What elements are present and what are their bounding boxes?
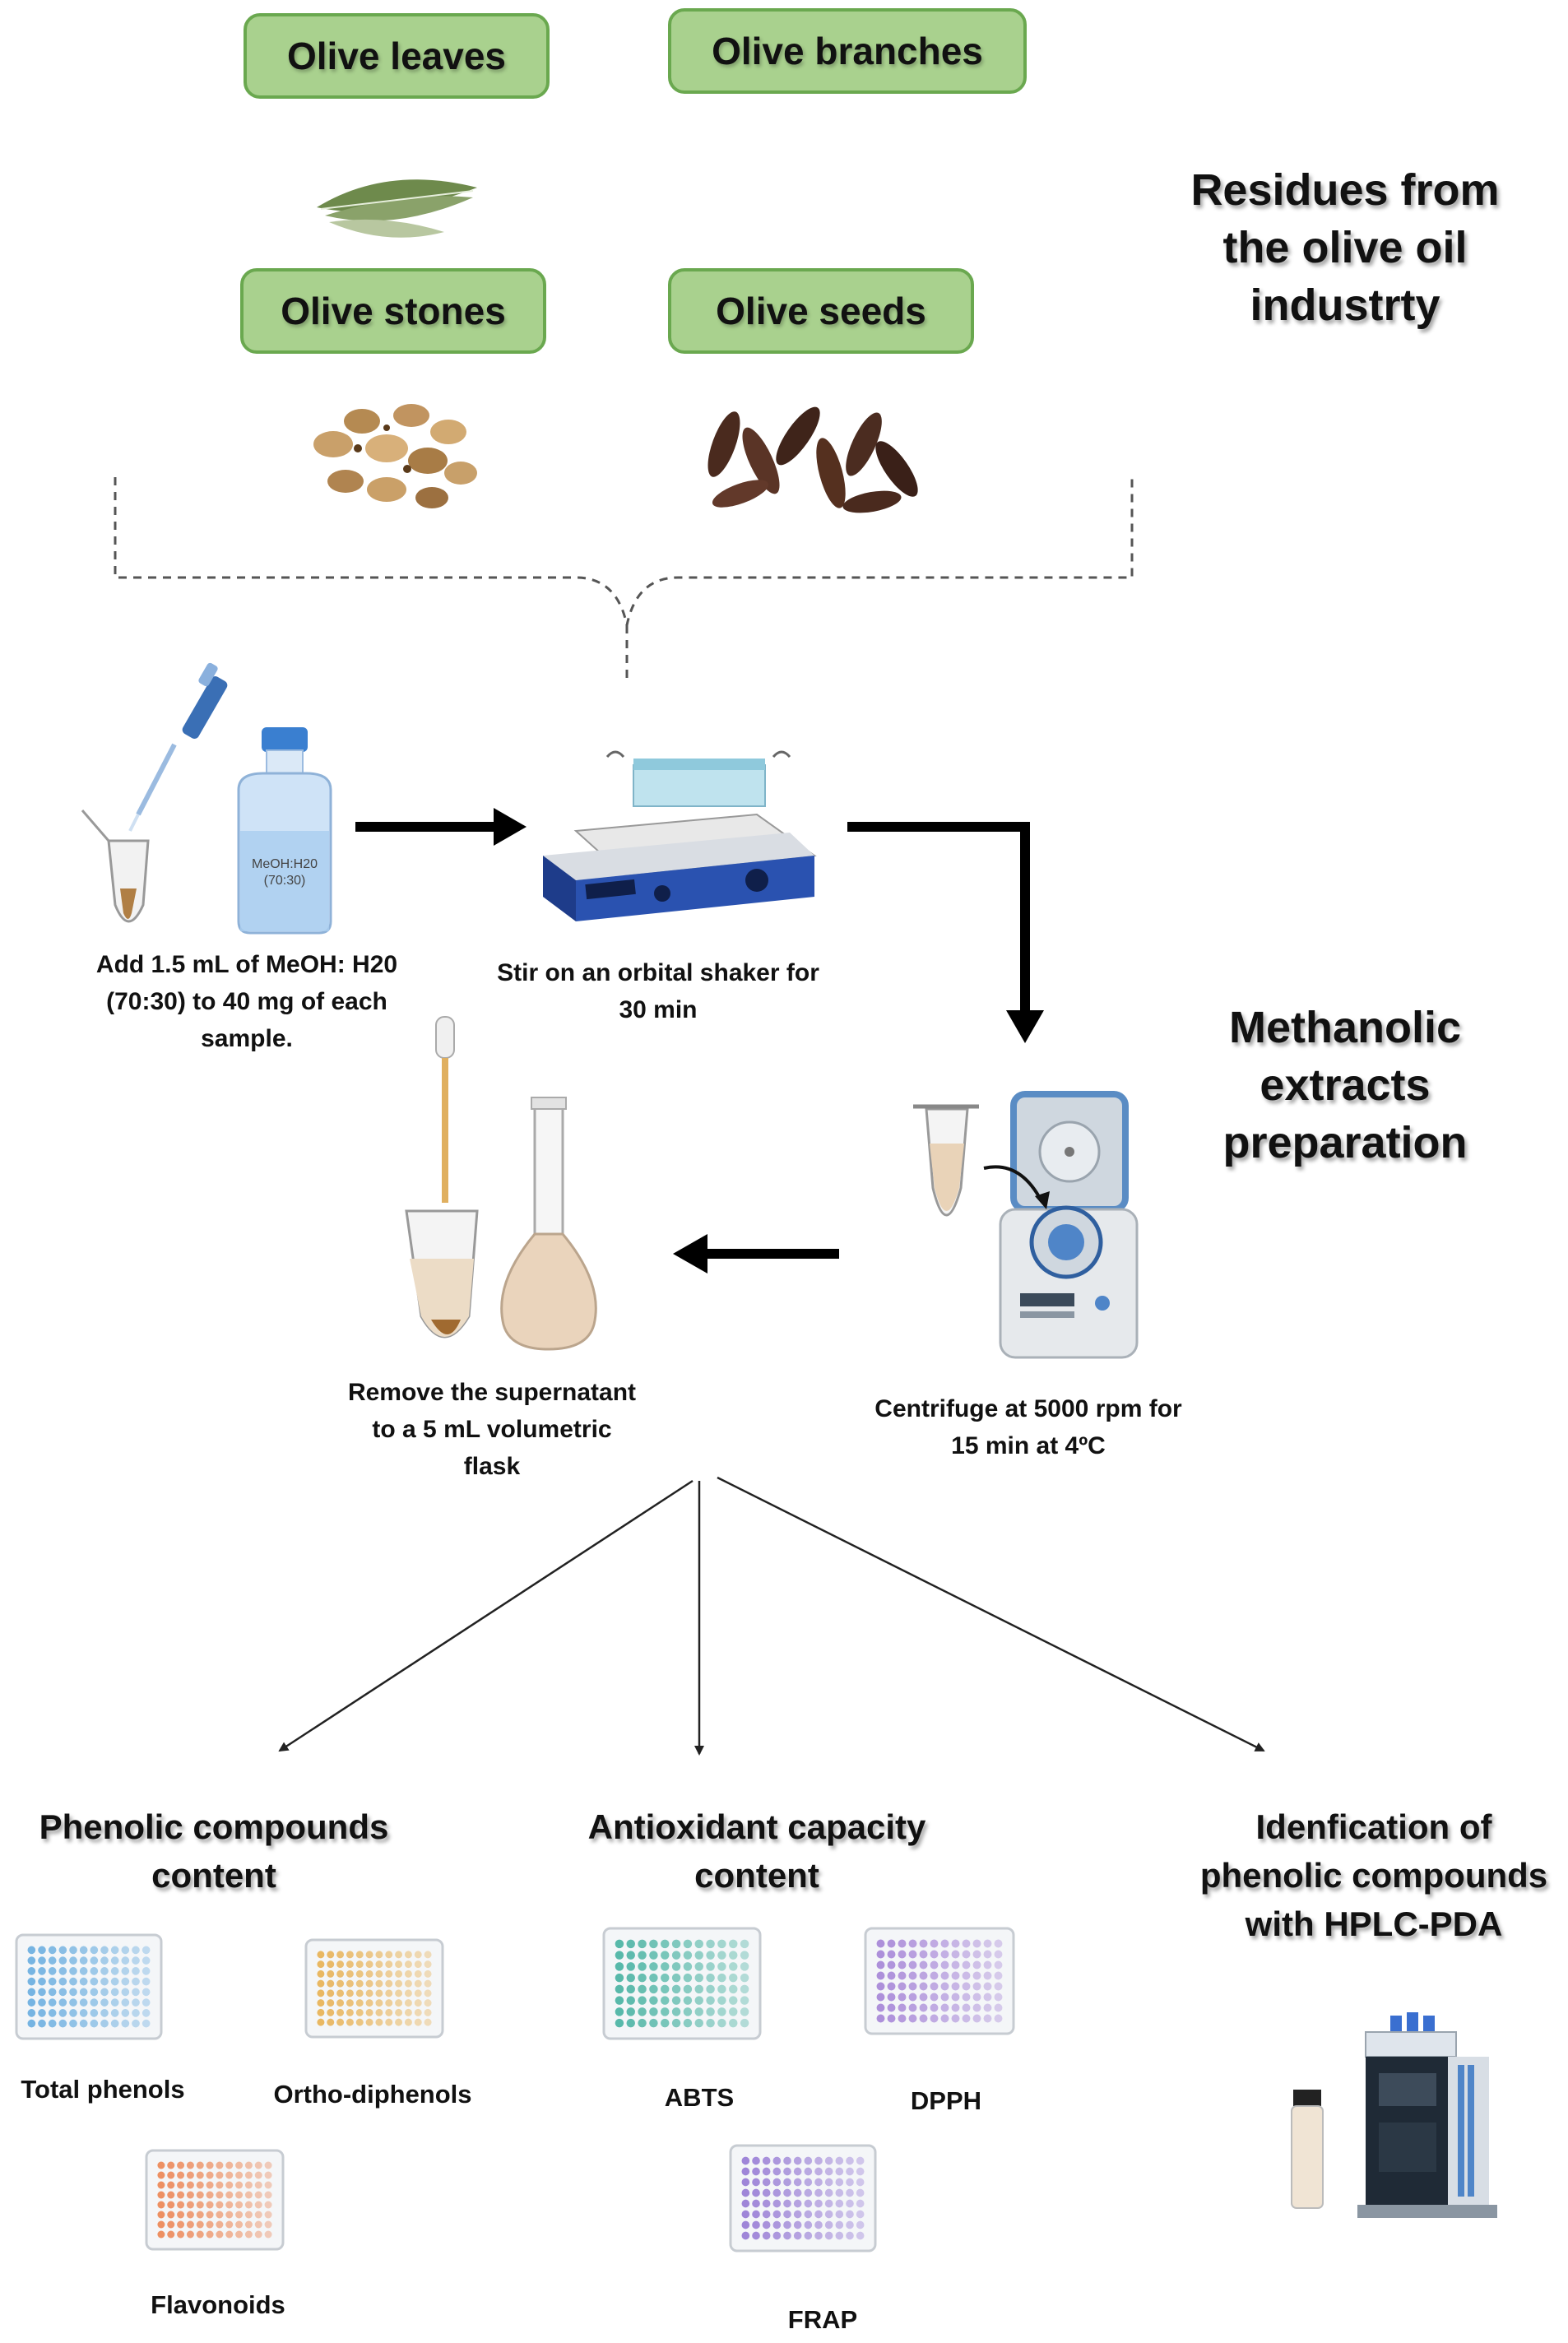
add-solvent-caption: Add 1.5 mL of MeOH: H20 (70:30) to 40 mg… [95,951,398,1052]
flavonoids-plate [145,2149,285,2251]
frap-label: FRAP [787,2305,858,2334]
centrifuge-tube [913,1104,1050,1217]
abts-plate [602,1927,762,2040]
olive-stones-box: Olive stones [240,268,546,354]
dpph-label: DPPH [910,2086,982,2115]
methanolic-heading: Methanolic extracts preparation [1222,1003,1468,1168]
centrifuge [999,1091,1139,1359]
volumetric-flask [500,1097,597,1351]
grouping-brace [114,477,1134,626]
frap-plate [729,2144,877,2253]
hplc-title: Idenfication of phenolic compounds with … [1199,1807,1548,1943]
olive-leaves-box: Olive leaves [244,13,550,99]
arrow-to-phenolic [278,1479,694,1752]
olive-stones-illustration [313,404,477,508]
sample-tube-1 [81,810,150,923]
phenolic-title: Phenolic compounds content [39,1807,389,1895]
abts-label: ABTS [664,2083,735,2112]
supernatant-tube [405,1209,479,1339]
olive-seeds-box: Olive seeds [668,268,974,354]
olive-seeds-illustration [707,406,918,513]
sample-vial [1291,2090,1324,2209]
residues-heading: Residues from the olive oil industrty [1190,165,1500,331]
pipette-illustration [128,662,228,832]
bottle-label-line2: (70:30) [264,874,306,888]
bottle-label-line1: MeOH:H20 [252,857,318,871]
dpph-plate [864,1927,1015,2035]
flavonoids-label: Flavonoids [151,2290,285,2319]
arrow-to-hplc [717,1476,1265,1752]
total-phenols-plate [15,1933,163,2040]
antioxidant-title: Antioxidant capacity content [587,1807,926,1895]
total-phenols-label: Total phenols [21,2075,185,2104]
olive-branches-box: Olive branches [668,8,1027,94]
centrifuge-caption: Centrifuge at 5000 rpm for 15 min at 4ºC [874,1395,1182,1459]
olive-leaves-illustration [317,179,477,238]
ortho-diphenols-plate [304,1938,444,2039]
arrow-to-centrifuge [847,822,1030,1010]
ortho-diphenols-label: Ortho-diphenols [273,2080,472,2109]
solvent-bottle: MeOH:H20 (70:30) [237,727,332,935]
transfer-pipette [435,1016,455,1203]
hplc-instrument [1357,2012,1497,2218]
stir-caption: Stir on an orbital shaker for 30 min [497,959,819,1023]
orbital-shaker [543,750,817,921]
remove-caption: Remove the supernatant to a 5 mL volumet… [347,1379,637,1480]
